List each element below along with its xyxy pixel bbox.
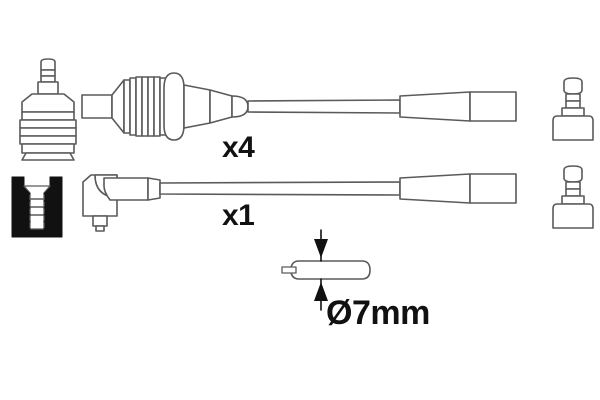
terminal-upper-right-part: [552, 77, 594, 141]
cable-diameter-detail-part: [281, 260, 371, 280]
boot-ribbed-left-part: [19, 58, 77, 161]
diameter-label: Ø7mm: [326, 294, 430, 332]
cable-angled-part: [82, 173, 517, 232]
quantity-label-x4: x4: [222, 131, 255, 164]
terminal-lower-right-part: [552, 165, 594, 229]
quantity-label-x1: x1: [222, 199, 255, 232]
socket-cross-section-part: [11, 176, 63, 238]
dimension-arrows: [314, 229, 328, 311]
cable-straight-part: [81, 72, 517, 141]
